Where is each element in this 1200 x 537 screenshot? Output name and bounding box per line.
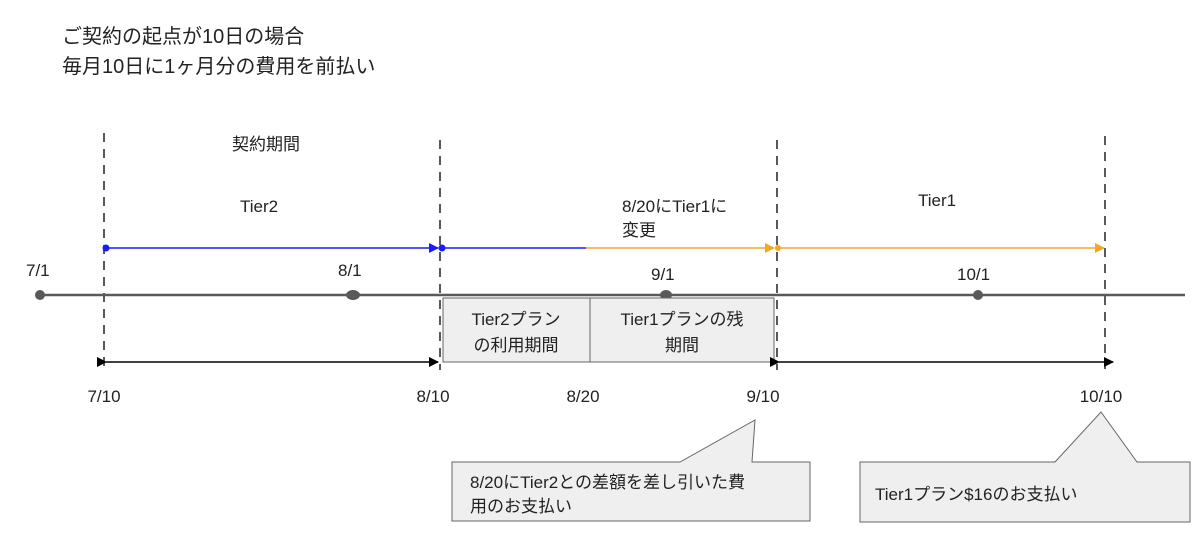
month-label-9-1: 9/1 bbox=[651, 265, 675, 284]
contract-period-label: 契約期間 bbox=[232, 135, 300, 154]
date-label-7-10: 7/10 bbox=[87, 387, 120, 406]
tier2-start-dot bbox=[102, 244, 110, 252]
change-label-line1: 8/20にTier1に bbox=[622, 197, 727, 216]
tier2-second-dot bbox=[438, 244, 446, 252]
heading-line2: 毎月10日に1ヶ月分の費用を前払い bbox=[62, 55, 375, 78]
tier1-start-dot bbox=[775, 245, 781, 251]
month-label-8-1: 8/1 bbox=[338, 261, 362, 280]
tier1-remaining-line2: 期間 bbox=[665, 336, 699, 355]
callout-diff-line1: 8/20にTier2との差額を差し引いた費 bbox=[470, 473, 745, 492]
dot-8-1 bbox=[346, 290, 360, 300]
callout-tier1-text: Tier1プラン$16のお支払い bbox=[875, 485, 1077, 504]
dot-7-1 bbox=[35, 290, 45, 300]
dot-10-1 bbox=[973, 290, 983, 300]
date-label-10-10: 10/10 bbox=[1080, 387, 1123, 406]
tier1-remaining-box bbox=[589, 297, 775, 363]
callout-diff-line2: 用のお支払い bbox=[470, 497, 572, 516]
heading-line1: ご契約の起点が10日の場合 bbox=[62, 25, 304, 48]
callout-diff-payment bbox=[451, 419, 811, 522]
date-label-9-10: 9/10 bbox=[746, 387, 779, 406]
tier1-remaining-line1: Tier1プランの残 bbox=[620, 310, 743, 329]
tier2-usage-line2: の利用期間 bbox=[474, 336, 559, 355]
change-label-line2: 変更 bbox=[622, 221, 656, 240]
tier1-label: Tier1 bbox=[918, 191, 956, 210]
date-label-8-10: 8/10 bbox=[416, 387, 449, 406]
tier2-label: Tier2 bbox=[240, 197, 278, 216]
tier2-usage-line1: Tier2プラン bbox=[471, 310, 560, 329]
month-label-10-1: 10/1 bbox=[957, 265, 990, 284]
callout-tier1-payment bbox=[859, 411, 1191, 523]
date-label-8-20: 8/20 bbox=[566, 387, 599, 406]
month-label-7-1: 7/1 bbox=[26, 261, 50, 280]
